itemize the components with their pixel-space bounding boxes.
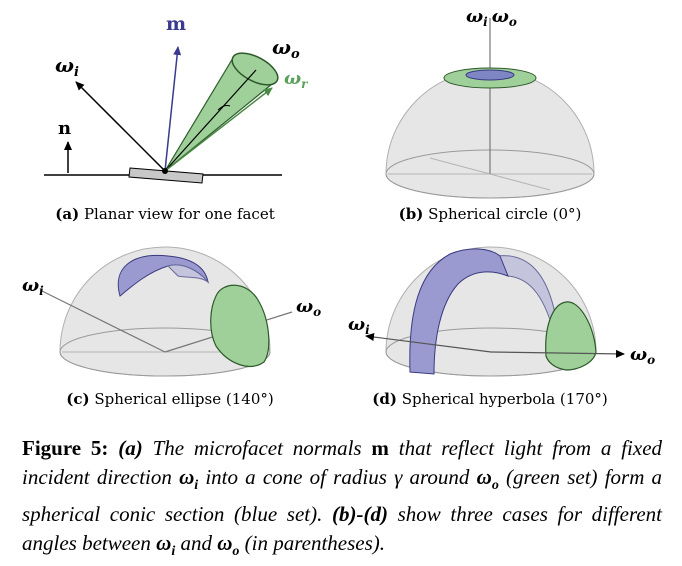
label-n: n	[58, 118, 71, 139]
subcaption-b-text: Spherical circle (0°)	[428, 205, 582, 223]
label-omega-o: ωo	[272, 35, 300, 62]
omega-o-line	[490, 349, 625, 358]
microfacet	[128, 167, 204, 184]
subcaption-a: (a) Planar view for one facet	[30, 205, 300, 223]
blue-hyperbola-band	[409, 248, 509, 375]
subcaption-c-text: Spherical ellipse (140°)	[94, 390, 274, 408]
figure-caption-gamma: γ	[394, 465, 403, 489]
label-omega-r: ωr	[284, 68, 309, 91]
figure-caption-m: m	[371, 436, 389, 460]
blue-ellipse-back	[167, 264, 209, 283]
hemisphere-base	[59, 327, 271, 377]
subcaption-d: (d) Spherical hyperbola (170°)	[360, 390, 620, 408]
subcaption-b-tag: (b)	[398, 205, 424, 223]
label-omega-i: ωi	[55, 53, 79, 80]
figure-caption-lead: Figure 5:	[22, 436, 109, 460]
figure-caption-wo: ωo	[476, 465, 499, 494]
subcaption-b: (b) Spherical circle (0°)	[380, 205, 600, 223]
figure-caption-wi2: ωi	[156, 531, 176, 560]
cone-rim	[231, 52, 279, 86]
omega-r-arrow	[164, 87, 273, 172]
panel-d-diagram: ωi ωo	[348, 246, 655, 377]
omega-i-line	[365, 333, 492, 353]
panel-c-diagram: ωi ωo	[22, 246, 321, 377]
omega-o-axis	[164, 69, 257, 172]
figure-caption-text-7: (in parentheses).	[244, 531, 386, 556]
blue-cap	[465, 69, 515, 81]
figure-caption-text-2: that reflect light from a fixed incident…	[22, 436, 663, 489]
label-omega-o: ωo	[296, 296, 321, 319]
label-omega-i: ωi	[348, 314, 370, 337]
omega-i-arrow	[75, 81, 166, 172]
gamma-angle-arc	[217, 105, 231, 111]
subcaption-a-tag: (a)	[55, 205, 80, 223]
figure-caption-and: and	[180, 531, 212, 556]
figure-caption-text-6: show three cases for different angles be…	[22, 502, 663, 556]
figure-caption-text-1: The microfacet normals	[152, 436, 362, 460]
subcaption-a-text: Planar view for one facet	[83, 205, 275, 223]
panel-a-diagram: ωi m n ωo ωr	[44, 13, 309, 184]
figure-caption-ref-a: (a)	[118, 436, 143, 460]
figure-caption-text-3: into a cone of radius	[205, 465, 387, 489]
subcaption-c: (c) Spherical ellipse (140°)	[40, 390, 300, 408]
label-m: m	[166, 13, 186, 35]
subcaption-c-tag: (c)	[66, 390, 90, 408]
figure-caption-wo2: ωo	[217, 531, 240, 560]
figure-caption-ref-bd: (b)-(d)	[331, 502, 388, 527]
subcaption-d-text: Spherical hyperbola (170°)	[401, 390, 608, 408]
subcaption-d-tag: (d)	[372, 390, 397, 408]
figure-caption-wi: ωi	[179, 465, 199, 494]
label-omega-i: ωi	[22, 275, 44, 298]
m-arrow	[164, 46, 182, 172]
facet-point	[162, 168, 168, 174]
figure-caption-text-5: (green set) form a spherical conic secti…	[22, 465, 663, 527]
label-omega-o: ωo	[630, 344, 655, 367]
figure-caption: Figure 5: (a) The microfacet normals m t…	[22, 434, 662, 566]
omega-i-line	[39, 289, 166, 353]
green-cone-region	[210, 284, 270, 367]
figure-caption-text-4: around	[409, 465, 470, 489]
